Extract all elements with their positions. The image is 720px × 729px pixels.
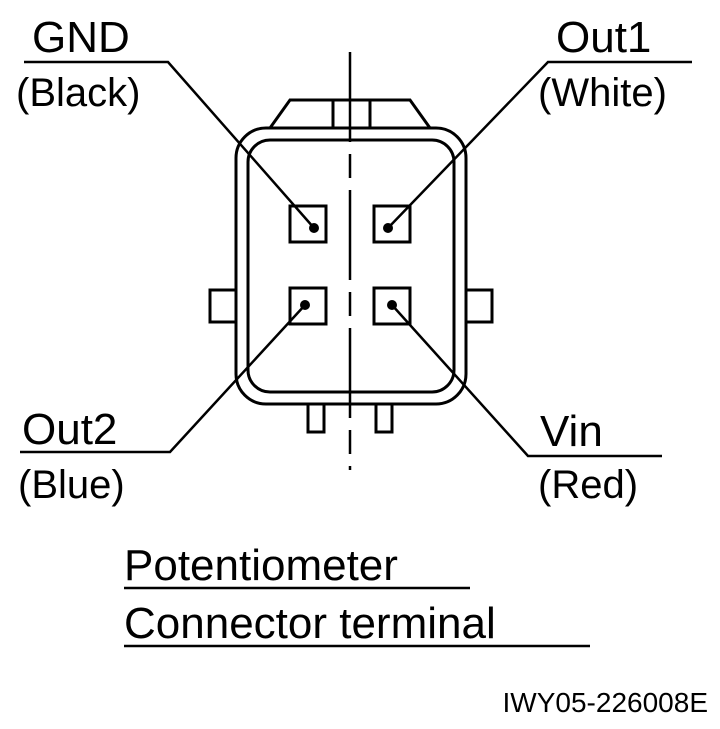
- label-gnd-name: GND: [32, 13, 130, 62]
- terminals: [288, 204, 412, 326]
- terminal-out2: [288, 286, 328, 326]
- caption-line1: Potentiometer: [124, 541, 398, 590]
- connector-foot-left: [306, 402, 326, 434]
- terminal-gnd: [288, 204, 328, 244]
- terminal-pins: [300, 223, 397, 310]
- caption-line2: Connector terminal: [124, 599, 496, 648]
- label-out1-color: (White): [538, 71, 667, 115]
- label-out1-name: Out1: [556, 13, 651, 62]
- figure-code: IWY05-226008E: [503, 687, 708, 718]
- label-vin-color: (Red): [538, 463, 638, 507]
- connector-left-ear: [208, 288, 236, 324]
- leader-gnd: [24, 60, 315, 229]
- label-out2-color: (Blue): [18, 463, 125, 507]
- connector-foot-right: [374, 402, 394, 434]
- label-vin-name: Vin: [540, 407, 603, 456]
- label-gnd-color: (Black): [16, 71, 140, 115]
- connector-right-ear: [466, 288, 494, 324]
- leader-out2: [20, 304, 306, 454]
- leader-out1: [387, 60, 692, 229]
- label-out2-name: Out2: [22, 405, 117, 454]
- terminal-out1: [372, 204, 412, 244]
- leader-vin: [391, 304, 662, 458]
- terminal-vin: [372, 286, 412, 326]
- leader-lines: [20, 60, 692, 458]
